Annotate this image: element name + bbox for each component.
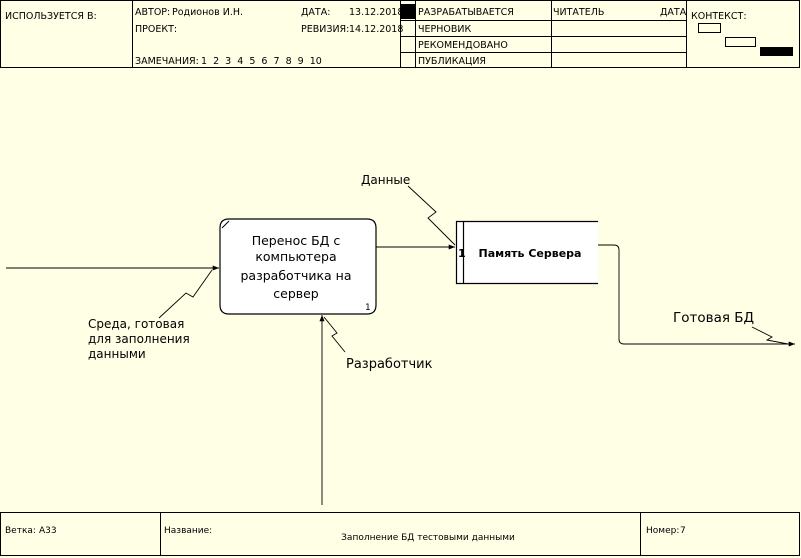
input-squiggle xyxy=(158,269,213,319)
label-data: Данные xyxy=(361,173,410,187)
output-squiggle xyxy=(751,326,789,345)
author-label: АВТОР: xyxy=(135,7,170,18)
label-input-line-2: для заполнения xyxy=(88,332,190,346)
label-mechanism: Разработчик xyxy=(346,357,433,372)
status-draft: ЧЕРНОВИК xyxy=(418,24,471,35)
data-squiggle xyxy=(407,185,456,246)
data-store-number: 1 xyxy=(458,247,466,260)
status-marker xyxy=(401,4,415,19)
label-input-line-1: Среда, готовая xyxy=(88,317,184,331)
process-label-line-2: компьютера xyxy=(255,249,336,264)
notes-value: 1 2 3 4 5 6 7 8 9 10 xyxy=(201,56,322,67)
used-in-label: ИСПОЛЬЗУЕТСЯ В: xyxy=(5,11,97,22)
data-store[interactable] xyxy=(455,220,598,285)
label-output: Готовая БД xyxy=(673,310,754,326)
date-value: 13.12.2018 xyxy=(349,7,403,18)
output-arrow[interactable] xyxy=(598,244,795,347)
process-corner-tick xyxy=(221,220,230,229)
status-recommended: РЕКОМЕНДОВАНО xyxy=(418,40,508,51)
data-store-label: Память Сервера xyxy=(479,247,582,260)
title-label: Название: xyxy=(164,526,212,536)
notes-label: ЗАМЕЧАНИЯ: xyxy=(135,56,199,67)
reader-date-label: ДАТА xyxy=(660,7,687,18)
date-label: ДАТА: xyxy=(301,7,330,18)
revision-label: РЕВИЗИЯ: xyxy=(301,24,349,35)
context-box-1 xyxy=(698,23,721,33)
header-frame xyxy=(0,0,800,68)
process-label-line-3: разработчика на xyxy=(241,268,352,283)
author-value: Родионов И.Н. xyxy=(172,7,243,18)
status-developing: РАЗРАБАТЫВАЕТСЯ xyxy=(418,7,514,18)
footer-frame xyxy=(0,512,800,556)
branch-value: A33 xyxy=(39,526,57,536)
process-label-line-4: сервер xyxy=(273,286,319,301)
revision-value: 14.12.2018 xyxy=(349,24,403,35)
diagram-title: Заполнение БД тестовыми данными xyxy=(341,533,515,543)
branch-label: Ветка: xyxy=(5,526,36,536)
context-box-3 xyxy=(760,47,793,56)
label-input-line-3: данными xyxy=(88,347,146,361)
number-value: 7 xyxy=(680,526,686,536)
process-number: 1 xyxy=(365,303,371,313)
status-publication: ПУБЛИКАЦИЯ xyxy=(418,56,486,67)
mechanism-squiggle xyxy=(323,316,346,353)
context-label: КОНТЕКСТ: xyxy=(691,11,747,22)
number-label: Номер: xyxy=(646,526,679,536)
process-box[interactable] xyxy=(219,218,377,315)
project-label: ПРОЕКТ: xyxy=(135,24,177,35)
process-label-line-1: Перенос БД с xyxy=(252,233,341,248)
context-box-2 xyxy=(725,37,756,47)
reader-label: ЧИТАТЕЛЬ xyxy=(553,7,604,18)
